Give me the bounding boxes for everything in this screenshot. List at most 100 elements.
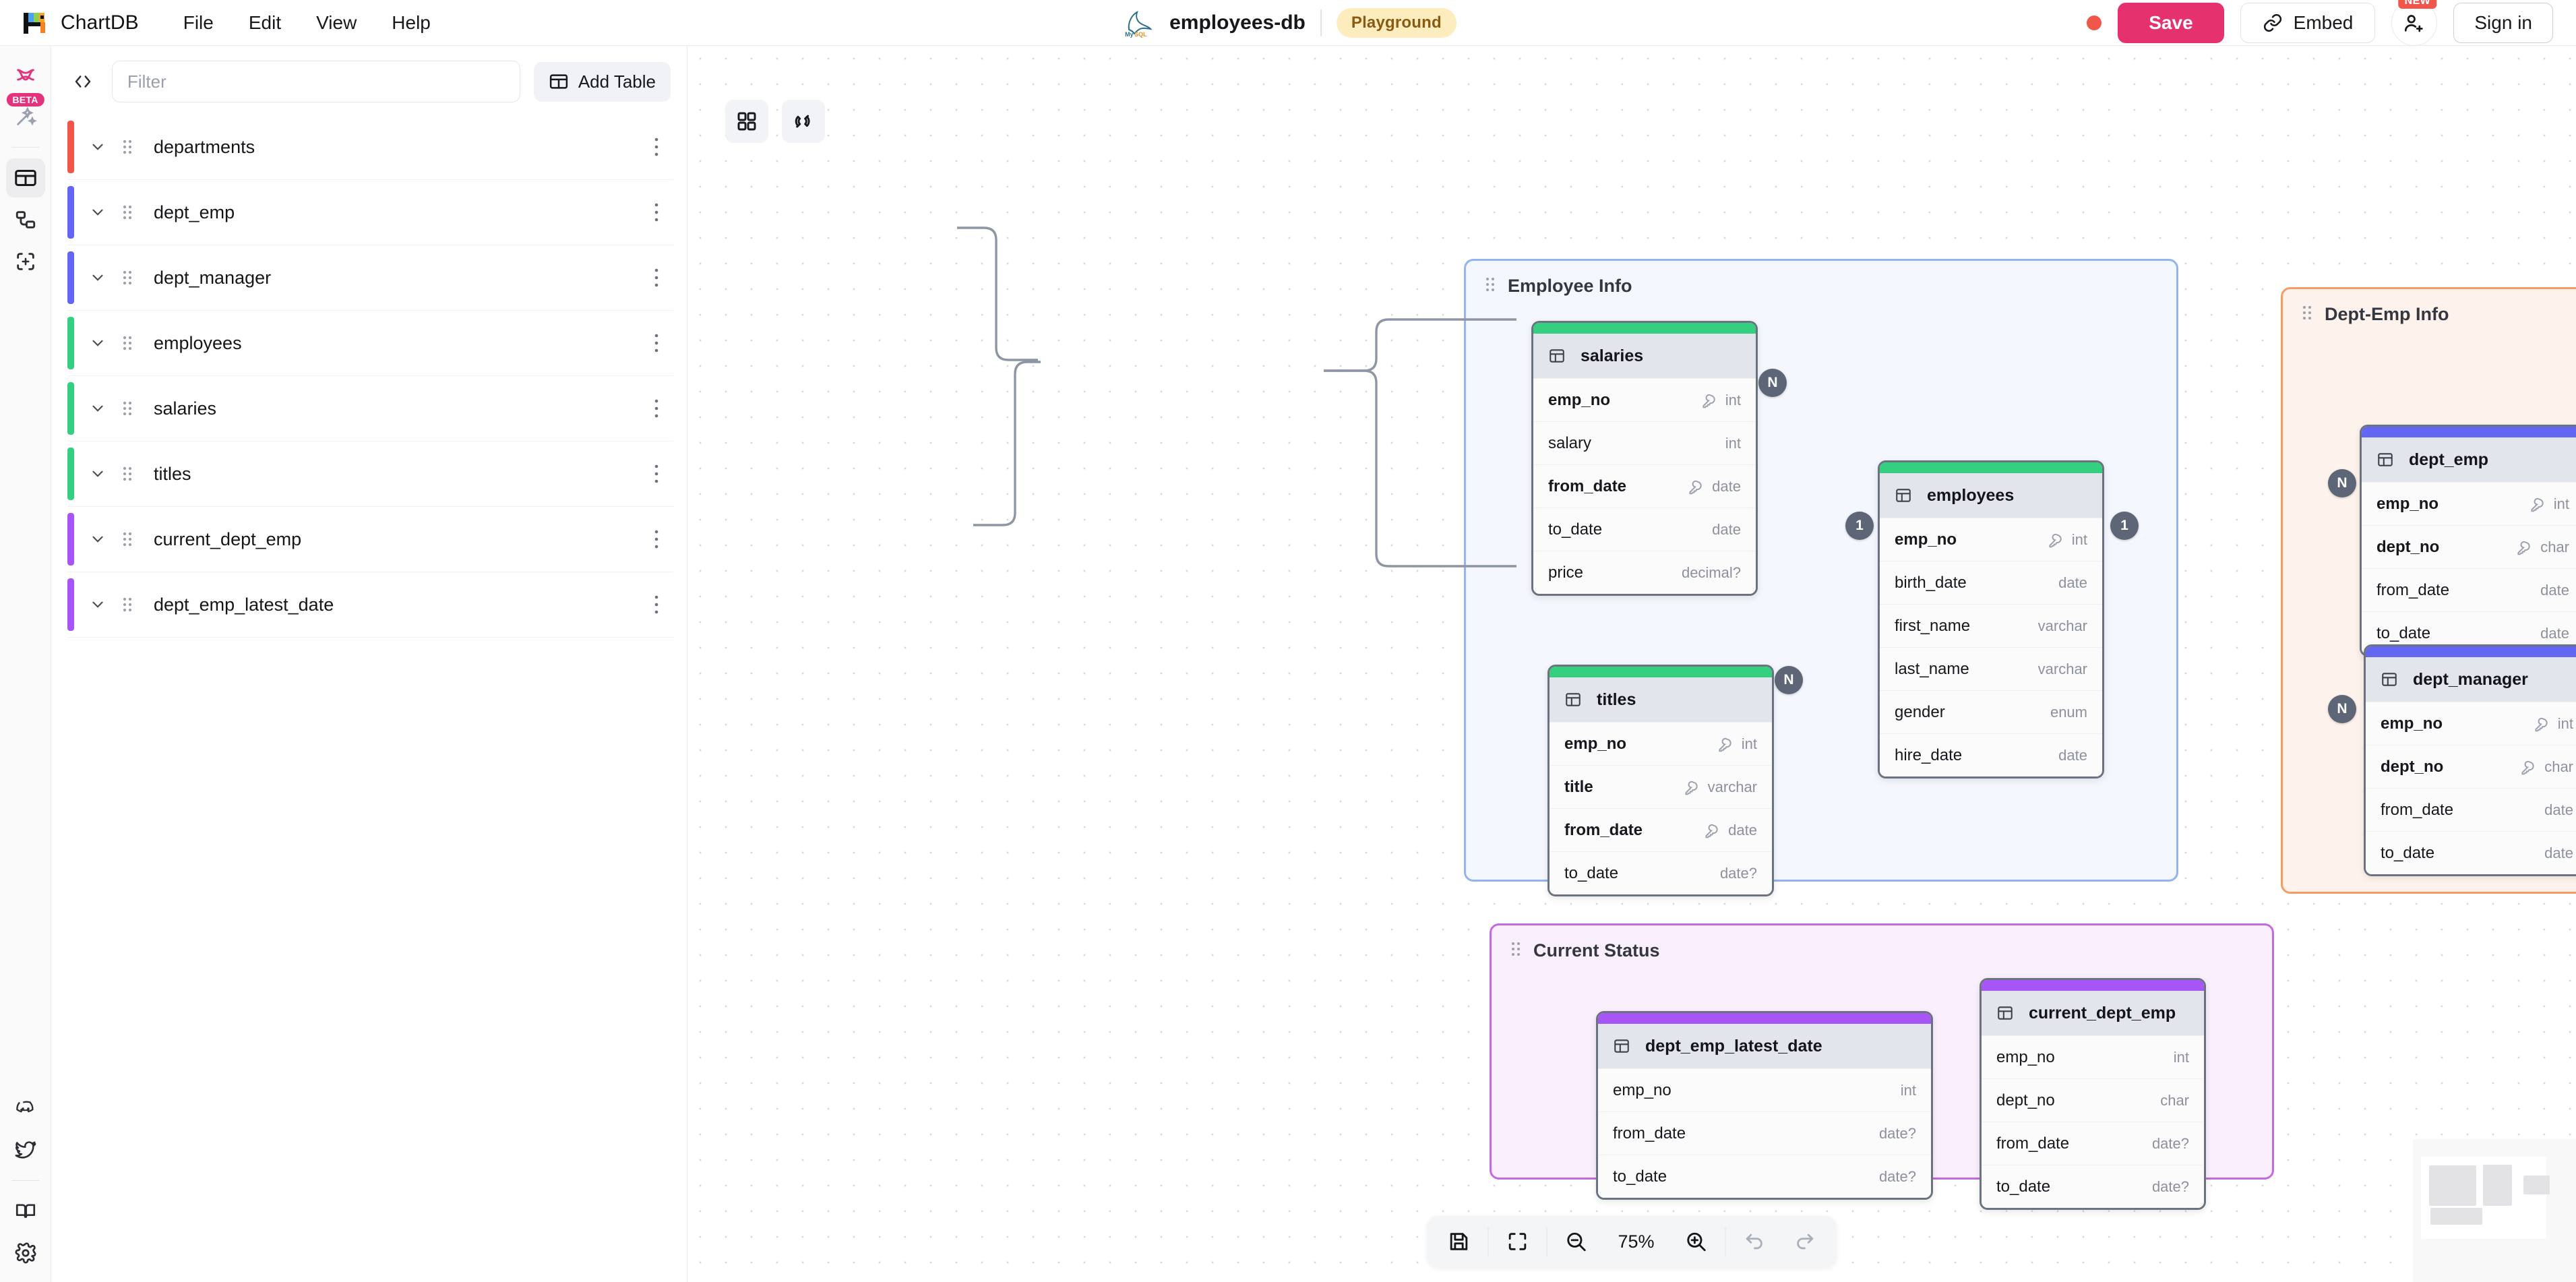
diagram-name[interactable]: employees-db [1169, 11, 1306, 34]
canvas-minimap[interactable] [2413, 1139, 2576, 1282]
table-more-options-icon[interactable] [653, 594, 660, 615]
table-more-options-icon[interactable] [653, 529, 660, 549]
save-button[interactable]: Save [2118, 2, 2224, 43]
expand-chevron-down-icon[interactable] [89, 400, 106, 417]
brand-area[interactable]: ChartDB [0, 10, 139, 36]
drag-handle-icon[interactable] [120, 138, 135, 156]
table-more-options-icon[interactable] [653, 202, 660, 222]
table-node-header[interactable]: employees [1880, 473, 2102, 518]
sidebar-table-row[interactable]: salaries [67, 376, 675, 441]
sidebar-table-row[interactable]: dept_emp_latest_date [67, 572, 675, 638]
filter-input[interactable] [112, 61, 520, 102]
table-more-options-icon[interactable] [653, 464, 660, 484]
table-more-options-icon[interactable] [653, 398, 660, 419]
table-node-header[interactable]: dept_emp_latest_date [1598, 1024, 1931, 1068]
rail-item-relationships[interactable] [6, 200, 45, 239]
table-more-options-icon[interactable] [653, 268, 660, 288]
add-user-button[interactable]: NEW [2391, 0, 2438, 46]
zoom-in-button[interactable] [1672, 1221, 1721, 1262]
magnet-snap-button[interactable] [782, 100, 825, 143]
area-drag-handle-icon[interactable] [2300, 304, 2314, 325]
collapse-sidebar-button[interactable] [67, 66, 98, 97]
expand-chevron-down-icon[interactable] [89, 269, 106, 286]
drag-handle-icon[interactable] [120, 530, 135, 548]
add-table-button[interactable]: Add Table [533, 61, 671, 102]
expand-chevron-down-icon[interactable] [89, 334, 106, 352]
area-drag-handle-icon[interactable] [1509, 940, 1523, 961]
rail-item-dbml-editor[interactable] [6, 55, 45, 94]
table-node-header[interactable]: salaries [1533, 334, 1756, 378]
drag-handle-icon[interactable] [120, 204, 135, 221]
rail-item-docs[interactable] [6, 1192, 45, 1231]
drag-handle-icon[interactable] [120, 400, 135, 417]
drag-handle-icon[interactable] [120, 269, 135, 286]
sidebar-table-row[interactable]: current_dept_emp [67, 507, 675, 572]
drag-handle-icon[interactable] [120, 596, 135, 613]
expand-chevron-down-icon[interactable] [89, 138, 106, 156]
layout-grid-button[interactable] [725, 100, 768, 143]
expand-chevron-down-icon[interactable] [89, 465, 106, 483]
expand-chevron-down-icon[interactable] [89, 204, 106, 221]
table-node-header[interactable]: current_dept_emp [1982, 991, 2204, 1035]
rail-item-ai-magic[interactable]: BETA [6, 93, 45, 136]
table-more-options-icon[interactable] [653, 333, 660, 353]
rail-item-tables[interactable] [5, 158, 45, 197]
toolbar-save-button[interactable] [1434, 1221, 1484, 1262]
undo-button[interactable] [1730, 1221, 1780, 1262]
sign-in-button[interactable]: Sign in [2453, 2, 2553, 43]
rail-item-twitter[interactable] [6, 1130, 45, 1169]
table-node-header[interactable]: dept_emp [2362, 437, 2576, 482]
menu-item-edit[interactable]: Edit [248, 11, 282, 33]
sidebar-table-row[interactable]: departments [67, 115, 675, 180]
table-node-header[interactable]: titles [1550, 677, 1772, 722]
sidebar-table-row[interactable]: dept_emp [67, 180, 675, 245]
menu-item-help[interactable]: Help [392, 11, 431, 33]
expand-chevron-down-icon[interactable] [89, 596, 106, 613]
zoom-level-label[interactable]: 75% [1618, 1231, 1655, 1252]
drag-handle-icon[interactable] [120, 465, 135, 483]
table-node-header[interactable]: dept_manager [2366, 657, 2576, 702]
rail-item-areas[interactable] [6, 242, 45, 281]
drag-handle-icon[interactable] [120, 334, 135, 352]
sidebar-table-row[interactable]: dept_manager [67, 245, 675, 311]
sidebar-table-row[interactable]: titles [67, 441, 675, 507]
sidebar-table-row[interactable]: employees [67, 311, 675, 376]
